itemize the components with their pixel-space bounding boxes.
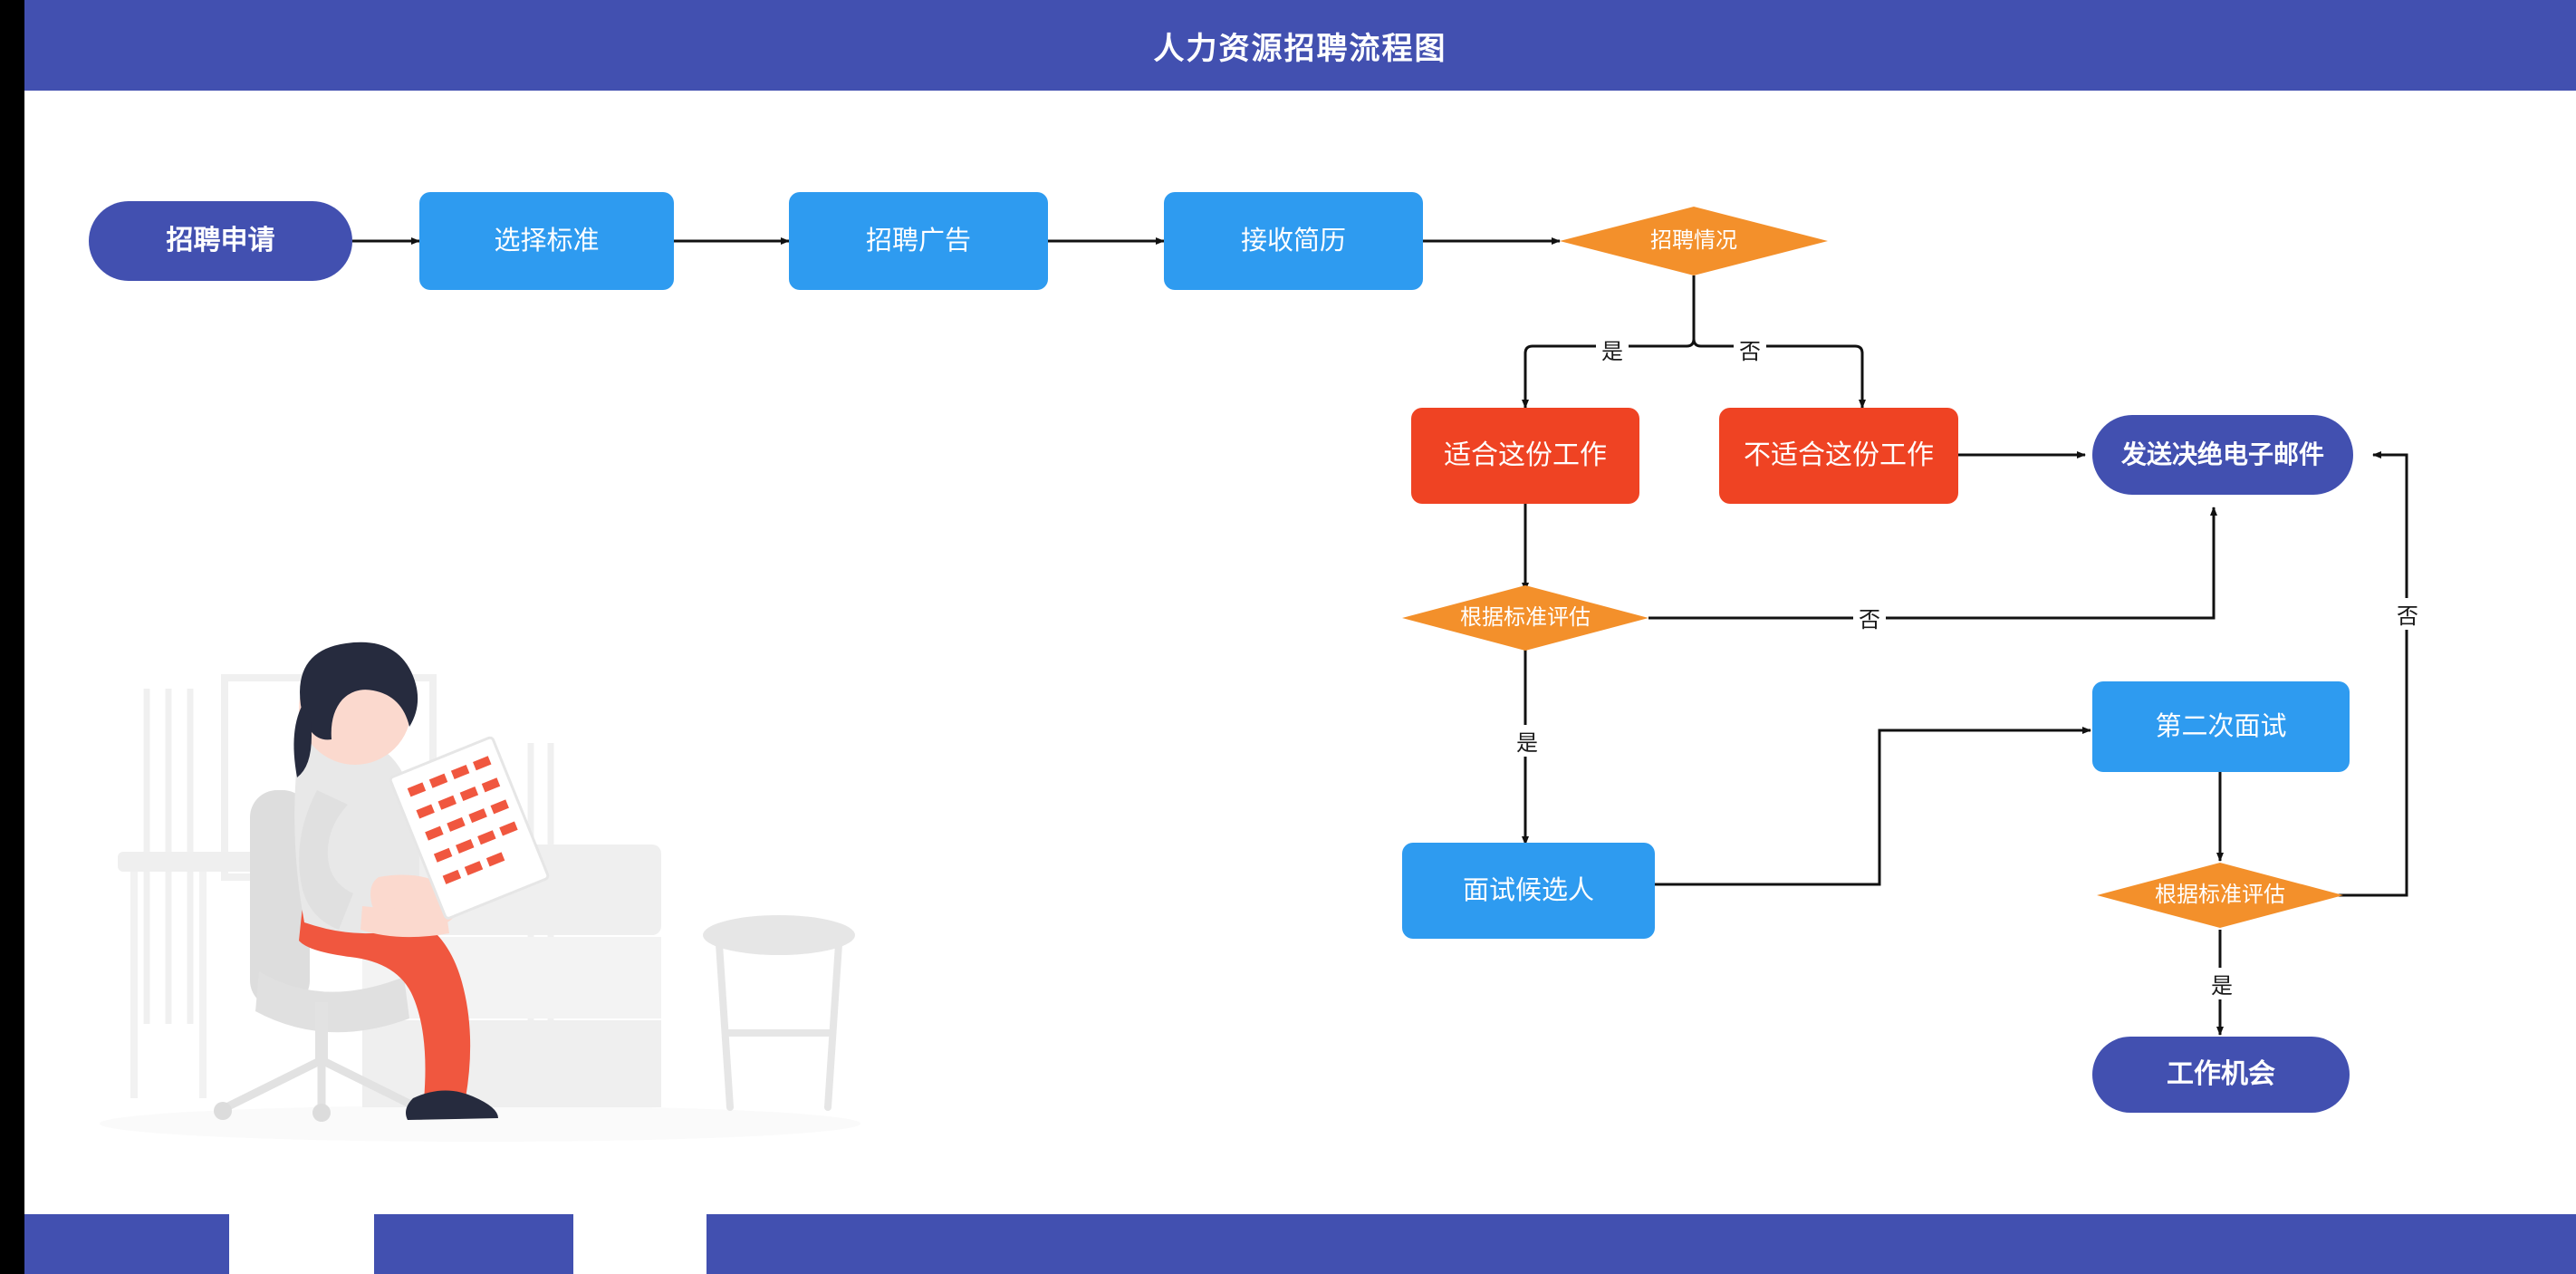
stool xyxy=(703,915,855,1111)
node-interview-candidate[interactable]: 面试候选人 xyxy=(1402,843,1655,939)
page-title: 人力资源招聘流程图 xyxy=(1153,31,1447,66)
edge-label-yes-bottom: 是 xyxy=(2206,968,2238,999)
edge-label-yes-top: 是 xyxy=(1596,333,1629,365)
footer-block-2 xyxy=(374,1214,573,1274)
node-fit-for-job[interactable]: 适合这份工作 xyxy=(1411,408,1639,504)
edge-label-no-mid: 否 xyxy=(1853,602,1886,633)
node-label: 招聘情况 xyxy=(1650,227,1737,253)
node-evaluate-by-criteria-second[interactable]: 根据标准评估 xyxy=(2097,863,2343,928)
document xyxy=(389,736,550,920)
node-send-rejection-email[interactable]: 发送决绝电子邮件 xyxy=(2092,415,2353,495)
edge-label-no-right: 否 xyxy=(2391,598,2424,630)
edge-label-yes-mid: 是 xyxy=(1511,725,1543,757)
node-job-advertisement[interactable]: 招聘广告 xyxy=(789,192,1048,290)
office-chair xyxy=(214,790,429,1122)
node-recruitment-application[interactable]: 招聘申请 xyxy=(89,201,352,281)
node-receive-resumes[interactable]: 接收简历 xyxy=(1164,192,1423,290)
edge-label-no-top: 否 xyxy=(1734,333,1766,365)
node-job-offer[interactable]: 工作机会 xyxy=(2092,1037,2350,1113)
footer-block-3 xyxy=(706,1214,2576,1274)
node-label: 根据标准评估 xyxy=(1460,604,1591,630)
node-label: 根据标准评估 xyxy=(2155,882,2285,907)
node-evaluate-by-criteria-first[interactable]: 根据标准评估 xyxy=(1402,585,1648,651)
left-edge-rail xyxy=(0,0,24,1274)
node-not-fit-for-job[interactable]: 不适合这份工作 xyxy=(1719,408,1958,504)
node-recruitment-status[interactable]: 招聘情况 xyxy=(1560,207,1828,275)
node-second-interview[interactable]: 第二次面试 xyxy=(2092,681,2350,772)
person xyxy=(293,642,498,1120)
person-reading-document-illustration xyxy=(100,642,860,1142)
node-selection-criteria[interactable]: 选择标准 xyxy=(419,192,674,290)
header-bar xyxy=(24,0,2576,91)
footer-block-1 xyxy=(24,1214,229,1274)
